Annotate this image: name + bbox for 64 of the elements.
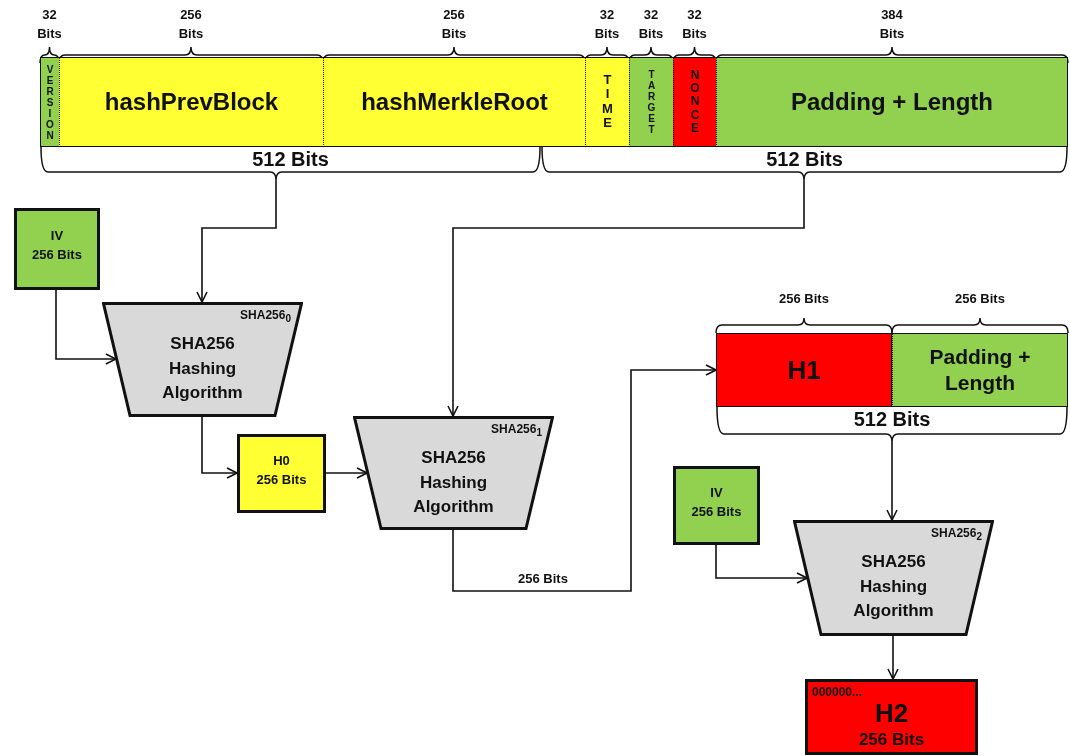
- hash-function-block: [353, 416, 554, 530]
- field-cell: [716, 333, 892, 407]
- node-text: 256 Bits: [690, 503, 743, 519]
- hash-function-block: [793, 520, 994, 636]
- node-text: 256 Bits: [857, 730, 926, 750]
- dimension-label: 384 Bits: [878, 6, 906, 43]
- arrow: [887, 635, 899, 680]
- node-text: IV: [49, 228, 65, 243]
- arrow: [325, 467, 368, 479]
- node-text: hashPrevBlock: [103, 87, 280, 117]
- hash-function-block: [102, 302, 303, 417]
- dimension-label: 32 Bits: [637, 6, 665, 43]
- node-text: H0: [272, 452, 291, 468]
- dimension-label: 256 Bits: [177, 6, 205, 43]
- node-text: Padding + Length: [928, 343, 1032, 396]
- bracket: [40, 147, 541, 180]
- arrow: [196, 179, 277, 303]
- node-text: SHA256 Hashing Algorithm: [412, 447, 495, 519]
- node-text: SHA256$_{2}$: [931, 526, 982, 543]
- node-text: Padding + Length: [790, 87, 994, 117]
- dimension-label: 32 Bits: [681, 6, 708, 43]
- node-text: 512 Bits: [852, 408, 932, 431]
- data-box: [14, 208, 100, 290]
- node-text: 256 Bits: [255, 471, 308, 487]
- node-text: VERSION: [45, 63, 55, 141]
- node-text: SHA256$_{0}$: [240, 308, 291, 325]
- node-text: NONCE: [689, 69, 701, 135]
- field-cell: [585, 57, 629, 147]
- arrow: [715, 544, 808, 584]
- node-text: TIME: [601, 73, 614, 131]
- field-cell: [892, 333, 1068, 407]
- data-box: [237, 434, 326, 513]
- field-cell: [629, 57, 673, 147]
- node-text: SHA256 Hashing Algorithm: [852, 551, 935, 623]
- node-text: TARGET: [647, 69, 656, 135]
- dimension-label: 32 Bits: [593, 6, 621, 43]
- node-text: SHA256$_{1}$: [491, 422, 542, 439]
- bracket: [716, 407, 1068, 442]
- dimension-label: 32 Bits: [36, 6, 63, 43]
- node-text: 512 Bits: [765, 148, 844, 171]
- dimension-label: 256 Bits: [954, 290, 1006, 308]
- arrow: [55, 289, 117, 365]
- node-text: 512 Bits: [251, 148, 330, 171]
- arrow: [201, 416, 238, 479]
- node-text: hashMerkleRoot: [360, 87, 549, 117]
- edge-label: 256 Bits: [516, 571, 570, 586]
- field-cell: [59, 57, 323, 147]
- data-box: [673, 466, 760, 545]
- arrow: [452, 364, 717, 592]
- bracket: [541, 147, 1068, 180]
- node-text: IV: [709, 484, 724, 500]
- field-cell: [40, 57, 59, 147]
- dimension-label: 256 Bits: [778, 290, 830, 308]
- node-text: 000000...: [812, 685, 864, 699]
- dimension-label: 256 Bits: [440, 6, 468, 43]
- node-text: H2: [873, 698, 910, 729]
- node-text: H1: [786, 353, 822, 387]
- node-text: 256 Bits: [31, 247, 83, 262]
- arrow: [447, 179, 805, 417]
- output-box: [805, 679, 978, 755]
- node-text: SHA256 Hashing Algorithm: [161, 333, 244, 405]
- arrow: [886, 441, 898, 521]
- field-cell: [673, 57, 716, 147]
- field-cell: [716, 57, 1068, 147]
